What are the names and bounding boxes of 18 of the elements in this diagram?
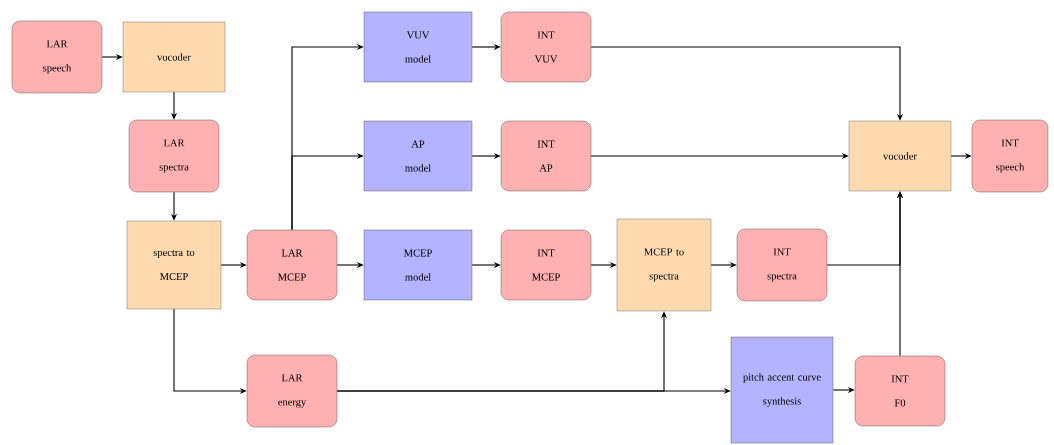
rounded-box: LAR spectra: [128, 119, 220, 193]
process-box: vocoder: [122, 21, 226, 93]
model-box: pitch accent curve synthesis: [730, 336, 834, 444]
rounded-box: INT speech: [971, 119, 1049, 193]
rounded-box: LAR speech: [11, 20, 103, 94]
model-box: AP model: [363, 120, 473, 192]
process-box: spectra to MCEP: [126, 220, 222, 310]
rounded-box: INT MCEP: [500, 229, 592, 301]
rounded-box: INT AP: [500, 120, 592, 192]
model-box: MCEP model: [363, 229, 473, 301]
rounded-box: INT F0: [854, 355, 946, 427]
rounded-box: LAR MCEP: [246, 229, 338, 301]
model-box: VUV model: [363, 11, 473, 83]
rounded-box: INT spectra: [736, 228, 828, 302]
rounded-box: INT VUV: [500, 11, 592, 83]
process-box: MCEP to spectra: [616, 218, 712, 312]
rounded-box: LAR energy: [246, 354, 338, 428]
process-box: vocoder: [848, 120, 952, 192]
